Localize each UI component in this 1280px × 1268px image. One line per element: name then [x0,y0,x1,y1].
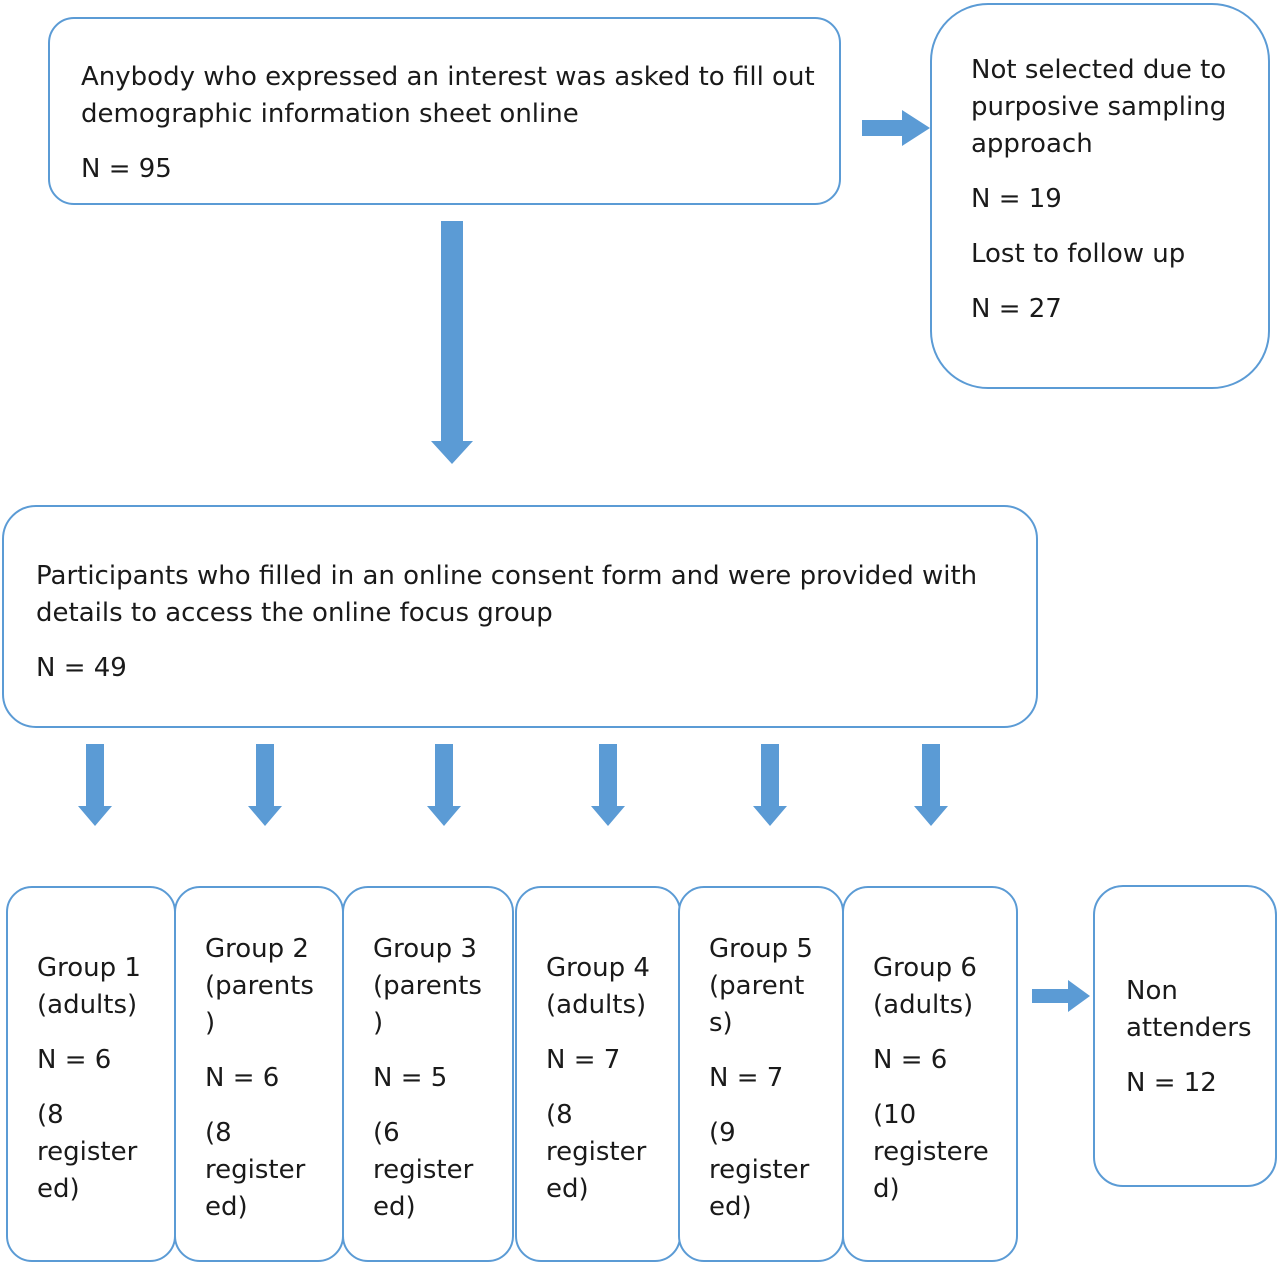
non-attenders-box: Non attenders N = 12 [1093,885,1277,1187]
not-selected-count: N = 19 [971,184,1062,214]
group-box-2: Group 2 (parents ) N = 6 (8 register ed) [174,886,344,1262]
group-label: Group 6 (adults) [873,953,977,1020]
group-count: N = 6 [205,1063,280,1093]
group-label: Group 4 (adults) [546,953,650,1020]
consent-text: Participants who filled in an online con… [36,561,978,628]
arrow-down-group-5 [753,744,787,826]
excluded-box: Not selected due to purposive sampling a… [930,3,1270,389]
group-registered: (6 register ed) [373,1118,474,1222]
group-box-3: Group 3 (parents ) N = 5 (6 register ed) [342,886,514,1262]
group-count: N = 5 [373,1063,448,1093]
group-label: Group 1 (adults) [37,953,141,1020]
group-box-1: Group 1 (adults) N = 6 (8 register ed) [6,886,176,1262]
group-count: N = 6 [873,1045,948,1075]
group-registered: (8 register ed) [37,1100,138,1204]
group-count: N = 7 [546,1045,621,1075]
group-label: Group 2 (parents ) [205,934,314,1038]
arrow-down-group-2 [248,744,282,826]
group-registered: (8 register ed) [205,1118,306,1222]
demographic-sheet-count: N = 95 [81,154,172,184]
arrow-down-to-consent [431,221,473,464]
group-box-5: Group 5 (parent s) N = 7 (9 register ed) [678,886,844,1262]
arrow-down-group-4 [591,744,625,826]
lost-to-follow-up-count: N = 27 [971,294,1062,324]
non-attenders-count: N = 12 [1126,1068,1217,1098]
lost-to-follow-up-text: Lost to follow up [971,239,1186,269]
consent-box: Participants who filled in an online con… [2,505,1038,728]
group-box-4: Group 4 (adults) N = 7 (8 register ed) [515,886,681,1262]
group-count: N = 6 [37,1045,112,1075]
arrow-down-group-1 [78,744,112,826]
not-selected-text: Not selected due to purposive sampling a… [971,55,1227,159]
group-registered: (10 registere d) [873,1100,989,1204]
group-label: Group 3 (parents ) [373,934,482,1038]
arrow-right-to-nonattenders [1032,980,1090,1012]
group-label: Group 5 (parent s) [709,934,813,1038]
demographic-sheet-text: Anybody who expressed an interest was as… [81,62,815,129]
non-attenders-label: Non attenders [1126,976,1252,1043]
group-registered: (9 register ed) [709,1118,810,1222]
group-registered: (8 register ed) [546,1100,647,1204]
demographic-sheet-box: Anybody who expressed an interest was as… [48,17,841,205]
consent-count: N = 49 [36,653,127,683]
arrow-down-group-3 [427,744,461,826]
arrow-down-group-6 [914,744,948,826]
group-box-6: Group 6 (adults) N = 6 (10 registere d) [842,886,1018,1262]
arrow-right-to-excluded [862,110,930,146]
group-count: N = 7 [709,1063,784,1093]
